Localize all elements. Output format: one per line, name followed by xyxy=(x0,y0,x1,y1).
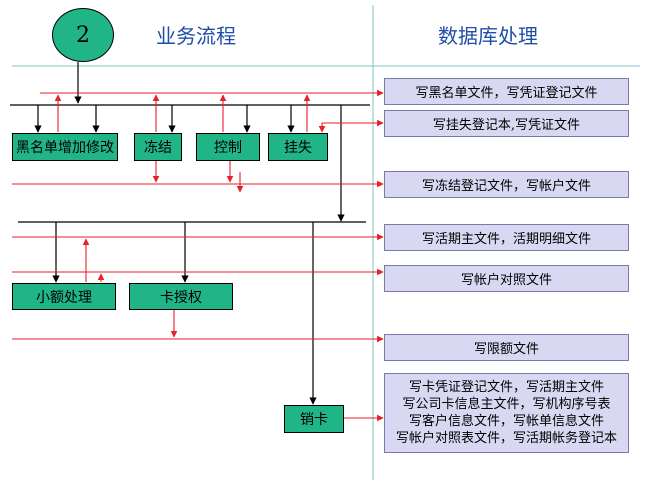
red-flow-lines xyxy=(12,89,384,422)
db-account-map-box: 写帐户对照文件 xyxy=(384,265,629,292)
business-flow-header: 业务流程 xyxy=(156,24,236,48)
database-processing-header: 数据库处理 xyxy=(438,24,538,48)
step-number-circle: 2 xyxy=(52,8,114,62)
db-cancel-line-3: 写客户信息文件，写帐单信息文件 xyxy=(408,414,604,429)
freeze-box: 冻结 xyxy=(134,133,182,161)
control-box: 控制 xyxy=(196,133,260,161)
db-blacklist-voucher-box: 写黑名单文件，写凭证登记文件 xyxy=(384,78,629,105)
blacklist-modify-box: 黑名单增加修改 xyxy=(12,133,118,161)
small-amount-box: 小额处理 xyxy=(12,283,116,310)
black-flow-lines xyxy=(10,62,370,405)
db-freeze-register-box: 写冻结登记文件，写帐户文件 xyxy=(384,171,629,198)
cancel-card-box: 销卡 xyxy=(284,405,344,433)
report-loss-box: 挂失 xyxy=(268,133,328,161)
db-cancel-line-2: 写公司卡信息主文件，写机构序号表 xyxy=(402,397,611,412)
db-limit-box: 写限额文件 xyxy=(384,334,629,361)
card-auth-box: 卡授权 xyxy=(129,283,233,310)
db-cancel-card-box: 写卡凭证登记文件，写活期主文件 写公司卡信息主文件，写机构序号表 写客户信息文件… xyxy=(384,373,629,453)
db-cancel-line-4: 写帐户对照表文件，写活期帐务登记本 xyxy=(395,431,617,446)
db-demand-master-box: 写活期主文件，活期明细文件 xyxy=(384,224,629,251)
db-loss-register-box: 写挂失登记本,写凭证文件 xyxy=(384,110,629,137)
db-cancel-line-1: 写卡凭证登记文件，写活期主文件 xyxy=(408,380,604,395)
